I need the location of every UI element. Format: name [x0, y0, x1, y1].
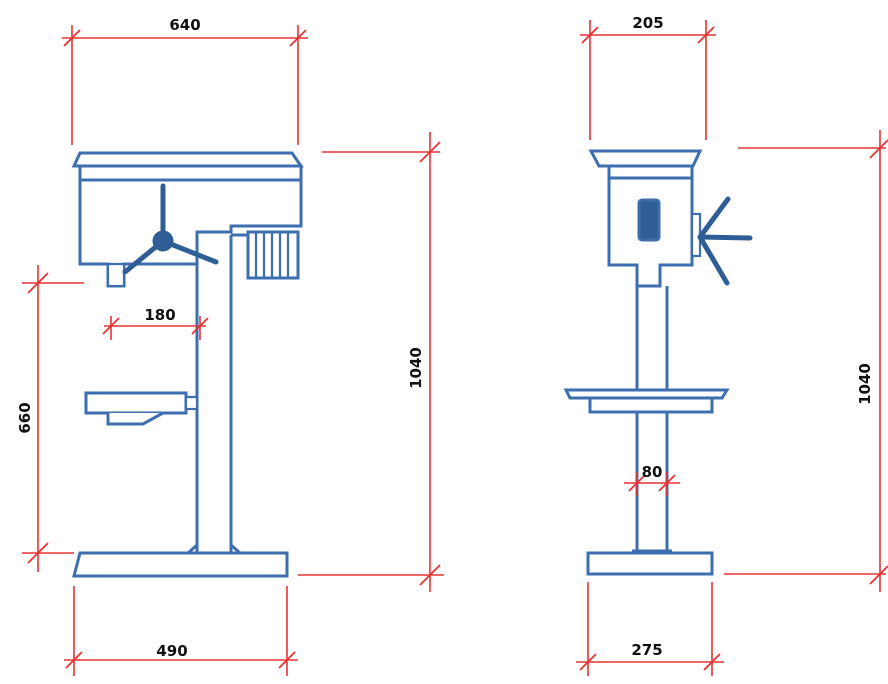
front-feed-handle [122, 183, 219, 275]
dim-overall-height-side: 1040 [856, 363, 874, 405]
side-head-top-cap [588, 149, 703, 168]
front-head-top-cap [71, 151, 304, 168]
side-dimensions: 205 1040 80 275 [576, 14, 888, 676]
side-feed-handle [690, 196, 753, 286]
dim-head-width: 640 [169, 16, 200, 34]
front-motor-fins [254, 232, 290, 278]
dim-base-width: 490 [156, 642, 187, 660]
front-table [84, 391, 188, 415]
side-column [635, 286, 669, 551]
front-base [72, 543, 289, 578]
dim-base-depth: 275 [631, 641, 662, 659]
dim-table-height: 660 [16, 402, 34, 433]
front-table-bracket [106, 411, 164, 426]
front-head-band [78, 164, 303, 182]
front-view [71, 151, 304, 578]
front-dimensions: 640 1040 660 180 490 [16, 16, 444, 676]
side-head-band [607, 164, 694, 180]
dim-head-depth: 205 [632, 14, 663, 32]
side-base [586, 551, 714, 576]
front-column [195, 233, 248, 552]
dim-overall-height-front: 1040 [407, 347, 425, 389]
dim-column-diameter: 80 [642, 463, 663, 481]
front-table-clamp [184, 395, 199, 411]
front-spindle-nose [106, 262, 126, 288]
side-view [563, 149, 753, 576]
side-table [563, 388, 730, 400]
side-switch-panel [637, 198, 661, 242]
dim-throat: 180 [144, 306, 175, 324]
side-table-support [588, 396, 714, 414]
